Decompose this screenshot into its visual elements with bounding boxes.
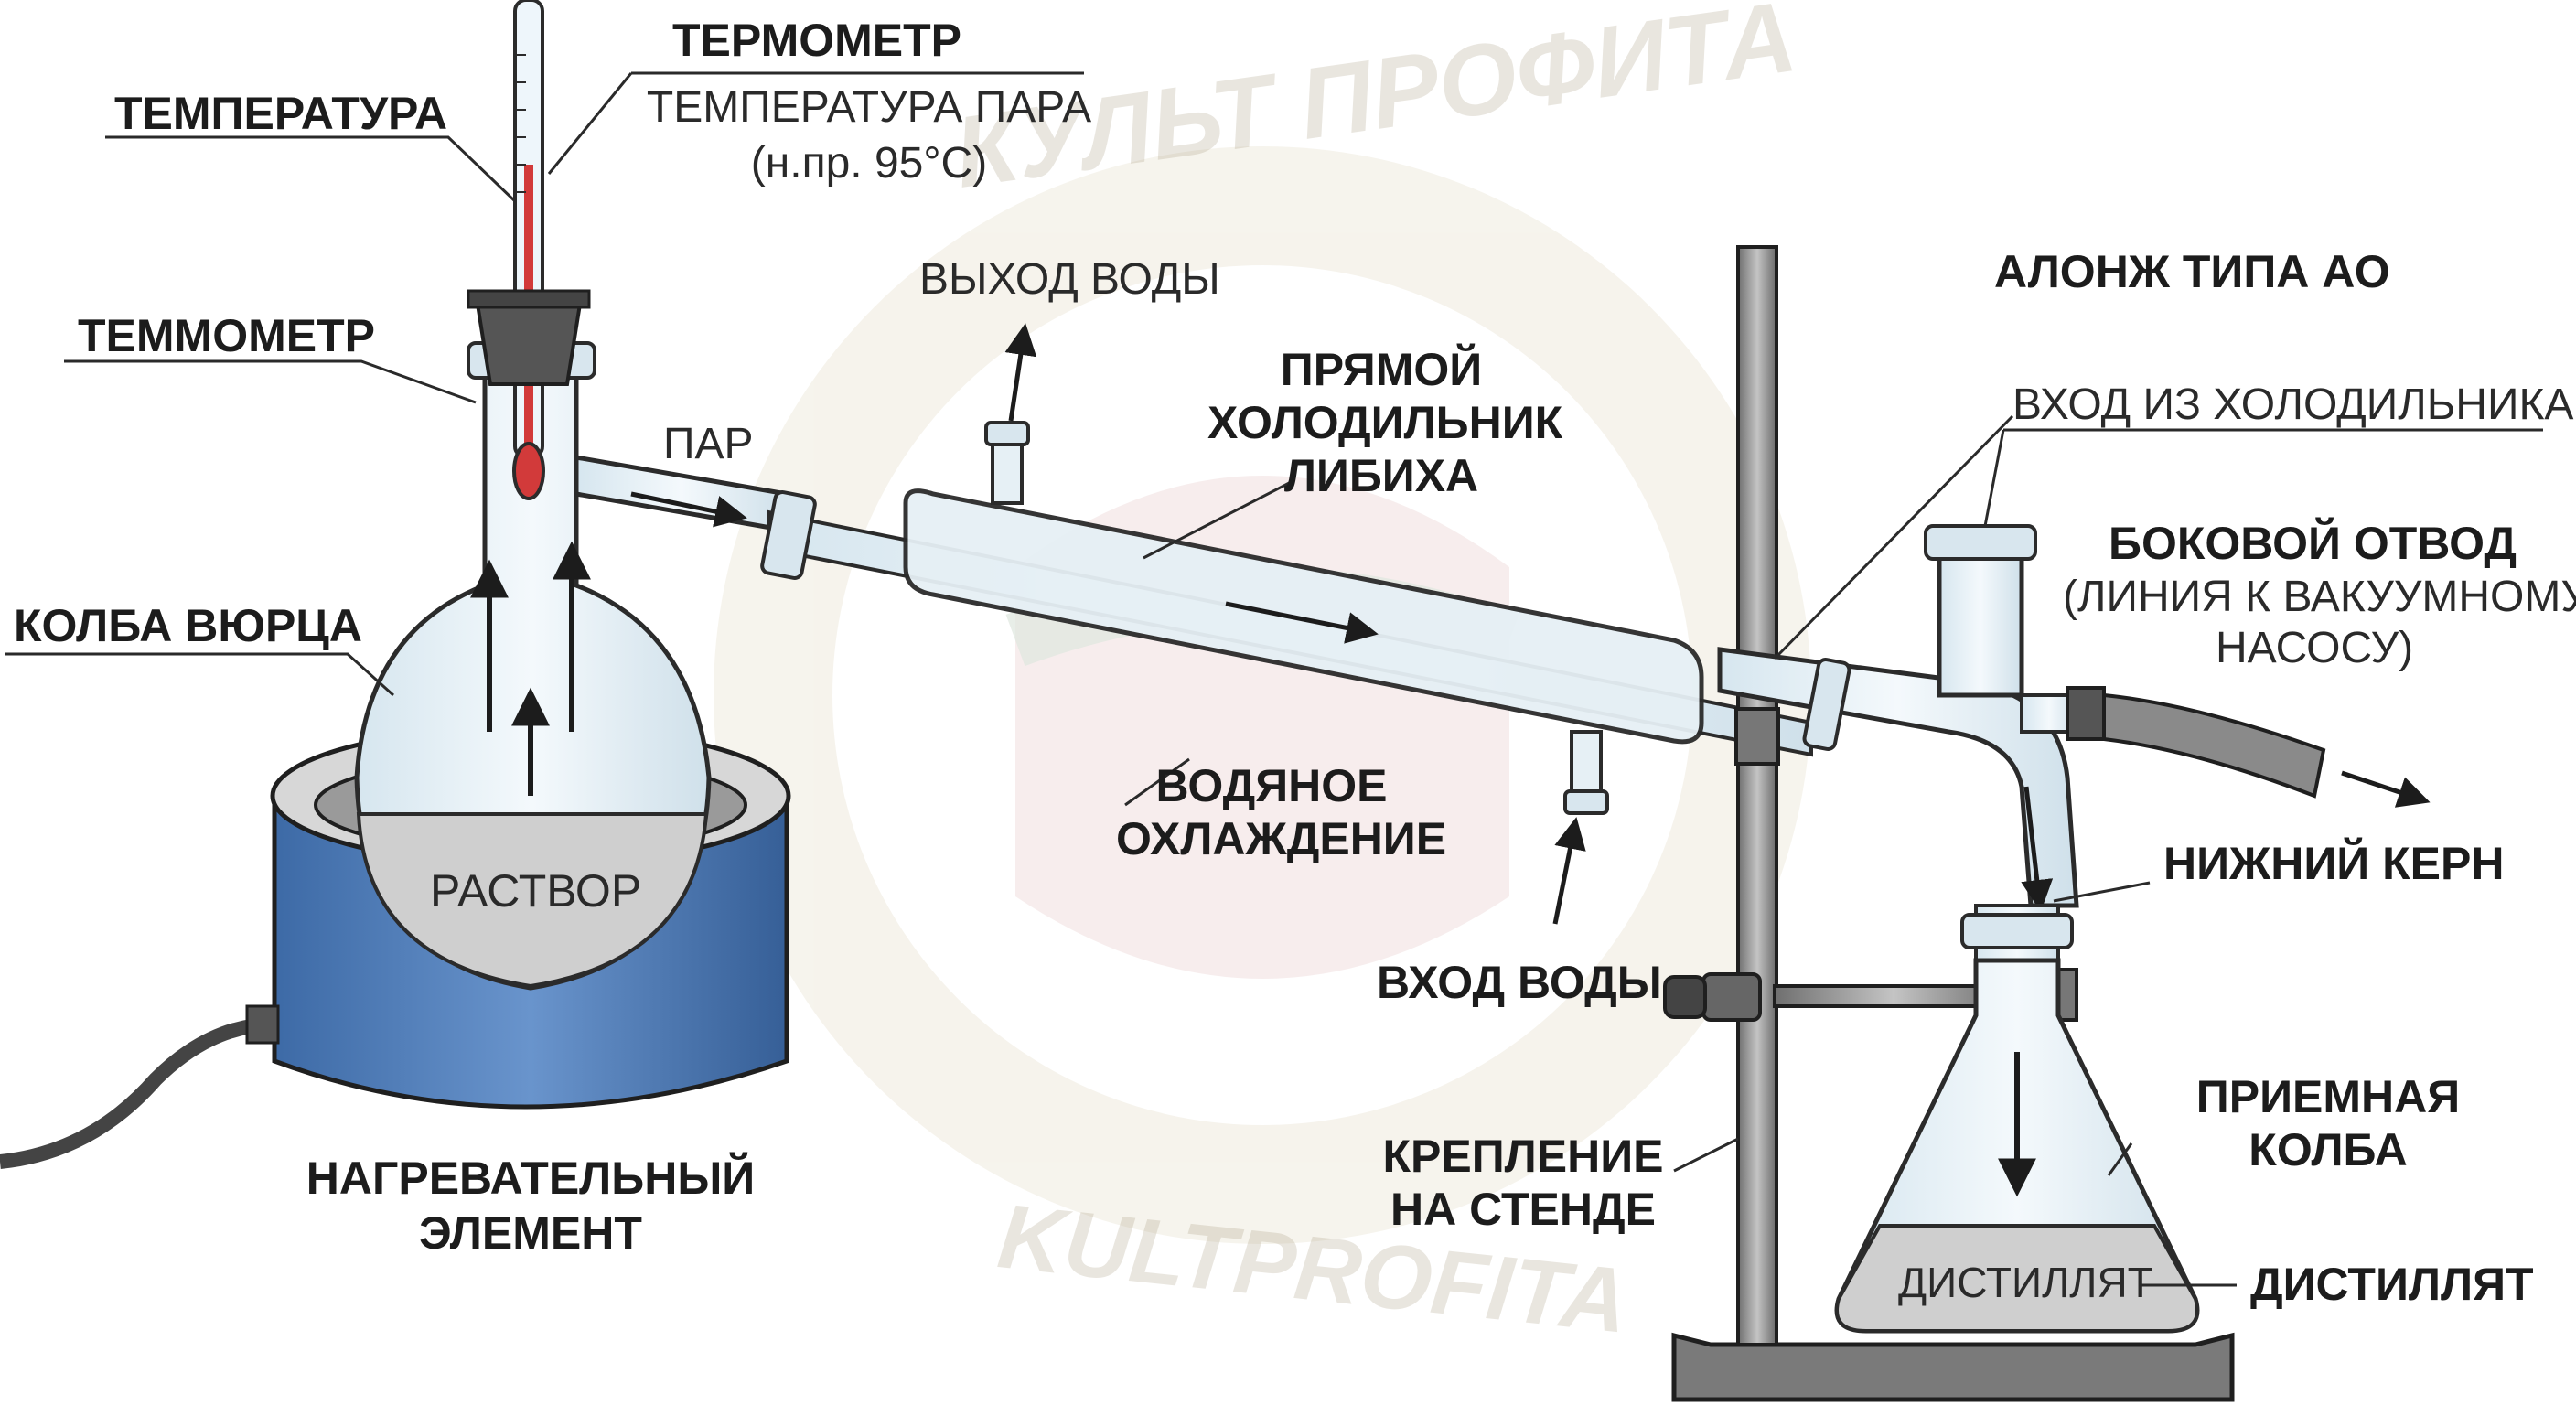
label-heater-line1: НАГРЕВАТЕЛЬНЫЙ	[306, 1153, 756, 1204]
label-vapor-temperature: ТЕМПЕРАТУРА ПАРА (н.пр. 95°С)	[640, 82, 1098, 188]
label-liebig-condenser: ПРЯМОЙ ХОЛОДИЛЬНИК ЛИБИХА	[1208, 343, 1563, 502]
label-heater-line2: ЭЛЕМЕНТ	[419, 1207, 642, 1259]
label-heating-element: НАГРЕВАТЕЛЬНЫЙ ЭЛЕМЕНТ	[302, 1151, 759, 1260]
thermometer	[467, 0, 591, 500]
label-water-cooling: ВОДЯНОЕ ОХЛАЖДЕНИЕ	[1116, 759, 1447, 865]
label-solution: РАСТВОР	[430, 865, 642, 917]
label-receiver-line2: КОЛБА	[2249, 1124, 2408, 1175]
receiving-flask	[1834, 904, 2200, 1334]
label-lower-joint: НИЖНИЙ КЕРН	[2163, 838, 2505, 889]
lab-stand	[1663, 245, 2235, 1402]
label-vapor-temp-line2: (н.пр. 95°С)	[750, 139, 988, 188]
label-vacuum-line: (ЛИНИЯ К ВАКУУМНОМУ НАСОСУ)	[2063, 572, 2576, 674]
label-distillate: ДИСТИЛЛЯТ	[2250, 1259, 2534, 1310]
label-stand-mount-line2: НА СТЕНДЕ	[1390, 1184, 1656, 1235]
label-water-cooling-line2: ОХЛАЖДЕНИЕ	[1116, 813, 1447, 864]
label-condenser-line2: ХОЛОДИЛЬНИК	[1208, 397, 1563, 448]
label-condenser-line1: ПРЯМОЙ	[1280, 344, 1483, 395]
label-vacuum-line2: НАСОСУ)	[2215, 624, 2414, 672]
label-vacuum-line1: (ЛИНИЯ К ВАКУУМНОМУ	[2063, 573, 2576, 621]
liebig-condenser	[630, 323, 1813, 925]
label-water-in: ВХОД ВОДЫ	[1377, 957, 1662, 1008]
label-adapter: АЛОНЖ ТИПА АО	[1994, 246, 2390, 297]
label-receiver-line1: ПРИЕМНАЯ	[2195, 1071, 2461, 1122]
label-thermometer-misspelled: ТЕММОМЕТР	[78, 310, 375, 361]
label-from-condenser: ВХОД ИЗ ХОЛОДИЛЬНИКА	[2012, 381, 2574, 429]
label-stand-mount: КРЕПЛЕНИЕ НА СТЕНДЕ	[1377, 1130, 1669, 1236]
label-vapor: ПАР	[663, 420, 754, 468]
label-condenser-line3: ЛИБИХА	[1283, 450, 1479, 501]
leader-lines	[5, 71, 2543, 1287]
label-distillate-inner: ДИСТИЛЛЯТ	[1898, 1259, 2153, 1306]
adapter	[1717, 524, 2431, 912]
label-side-outlet: БОКОВОЙ ОТВОД	[2109, 518, 2517, 569]
label-thermometer-title: ТЕРМОМЕТР	[672, 15, 962, 66]
label-wurtz-flask: КОЛБА ВЮРЦА	[14, 600, 362, 651]
label-stand-mount-line1: КРЕПЛЕНИЕ	[1382, 1131, 1664, 1182]
label-water-cooling-line1: ВОДЯНОЕ	[1155, 760, 1388, 811]
label-receiving-flask: ПРИЕМНАЯ КОЛБА	[2191, 1070, 2465, 1176]
label-vapor-temp-line1: ТЕМПЕРАТУРА ПАРА	[646, 83, 1092, 132]
label-water-out: ВЫХОД ВОДЫ	[919, 255, 1220, 304]
label-temperature: ТЕМПЕРАТУРА	[114, 88, 448, 139]
